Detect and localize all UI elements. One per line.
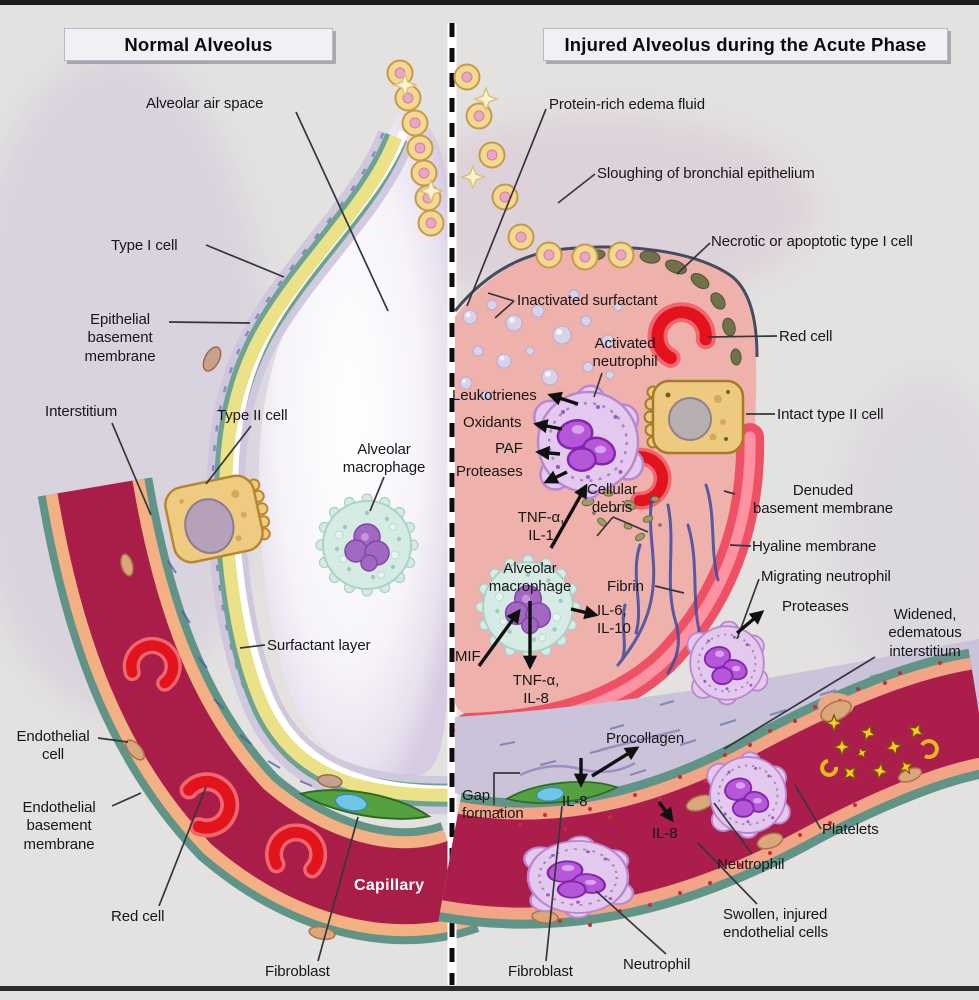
- label-protein-rich-edema-fluid: Protein-rich edema fluid: [549, 96, 706, 113]
- type-ii-cell-left-art: [164, 474, 271, 564]
- label-il-8-capillary: IL-8: [652, 825, 678, 842]
- label-proteases-neutrophil: Proteases: [456, 463, 523, 480]
- label-migrating-neutrophil: Migrating neutrophil: [761, 568, 891, 585]
- platelets-cluster: [820, 714, 939, 785]
- label-platelets: Platelets: [822, 821, 879, 838]
- label-mif: MIF: [455, 648, 481, 665]
- label-endothelial-basement-membrane: Endothelial basement membrane: [22, 799, 96, 853]
- left-panel-title-text: Normal Alveolus: [124, 33, 273, 55]
- label-swollen-injured-endothelial-cells: Swollen, injured endothelial cells: [723, 906, 829, 942]
- label-paf: PAF: [495, 440, 523, 457]
- label-necrotic-or-apoptotic-type-i-cell: Necrotic or apoptotic type I cell: [711, 233, 913, 250]
- right-panel-title-text: Injured Alveolus during the Acute Phase: [564, 33, 927, 55]
- bottom-frame-line: [0, 986, 979, 991]
- cellular-debris-specks: [581, 489, 662, 542]
- label-leukotrienes: Leukotrienes: [452, 387, 537, 404]
- label-interstitium: Interstitium: [45, 403, 118, 420]
- label-tnf-alpha-il-1: TNF-α, IL-1: [517, 509, 565, 545]
- left-alveolus-art: [202, 112, 460, 795]
- label-fibroblast-left: Fibroblast: [265, 963, 330, 980]
- leader-lines: [97, 108, 876, 962]
- label-alveolar-macrophage-left: Alveolar macrophage: [342, 441, 426, 477]
- label-surfactant-layer: Surfactant layer: [267, 637, 371, 654]
- left-panel-title: Normal Alveolus: [64, 28, 333, 61]
- label-alveolar-macrophage-right: Alveolar macrophage: [488, 560, 572, 596]
- label-activated-neutrophil: Activated neutrophil: [592, 335, 658, 371]
- label-alveolar-air-space: Alveolar air space: [146, 95, 264, 112]
- endothelial-injury-speckles: [498, 661, 942, 927]
- label-denuded-basement-membrane: Denuded basement membrane: [752, 482, 894, 518]
- label-red-cell-right: Red cell: [779, 328, 833, 345]
- label-intact-type-ii-cell: Intact type II cell: [777, 406, 884, 423]
- label-widened-edematous-interstitium: Widened, edematous interstitium: [888, 606, 962, 660]
- label-neutrophil-marginating: Neutrophil: [717, 856, 785, 873]
- intact-type-ii-cell-art: [643, 379, 745, 455]
- label-type-i-cell: Type I cell: [111, 237, 178, 254]
- label-hyaline-membrane: Hyaline membrane: [752, 538, 877, 555]
- label-fibrin: Fibrin: [607, 578, 644, 595]
- mediator-arrows: [477, 391, 765, 823]
- label-cellular-debris: Cellular debris: [586, 481, 638, 517]
- label-type-ii-cell: Type II cell: [217, 407, 288, 424]
- label-il-8-fibroblast: IL-8: [562, 793, 588, 810]
- interstitium-specks: [167, 560, 345, 800]
- label-proteases-migrating: Proteases: [782, 598, 849, 615]
- label-endothelial-cell: Endothelial cell: [16, 728, 90, 764]
- alveolar-macrophage-left-cell: [315, 493, 419, 597]
- label-neutrophil-capillary: Neutrophil: [623, 956, 691, 973]
- left-cells: [164, 59, 445, 597]
- label-epithelial-basement-membrane: Epithelial basement membrane: [84, 311, 156, 365]
- label-procollagen: Procollagen: [606, 730, 685, 747]
- right-panel-title: Injured Alveolus during the Acute Phase: [543, 28, 948, 61]
- label-red-cell-left: Red cell: [111, 908, 165, 925]
- label-tnf-alpha-il-8: TNF-α, IL-8: [512, 672, 560, 708]
- label-gap-formation: Gap formation: [462, 787, 524, 823]
- diagram-artwork: [0, 5, 979, 1000]
- label-oxidants: Oxidants: [463, 414, 522, 431]
- label-inactivated-surfactant: Inactivated surfactant: [517, 292, 658, 309]
- label-sloughing-of-bronchial-epithelium: Sloughing of bronchial epithelium: [597, 165, 815, 182]
- fibrin-strands: [616, 483, 720, 675]
- surfactant-bubbles: [459, 289, 623, 400]
- label-capillary: Capillary: [354, 877, 425, 894]
- label-fibroblast-right: Fibroblast: [508, 963, 573, 980]
- label-il-6-il-10: IL-6, IL-10: [597, 602, 631, 638]
- left-capillary-art: [95, 487, 460, 941]
